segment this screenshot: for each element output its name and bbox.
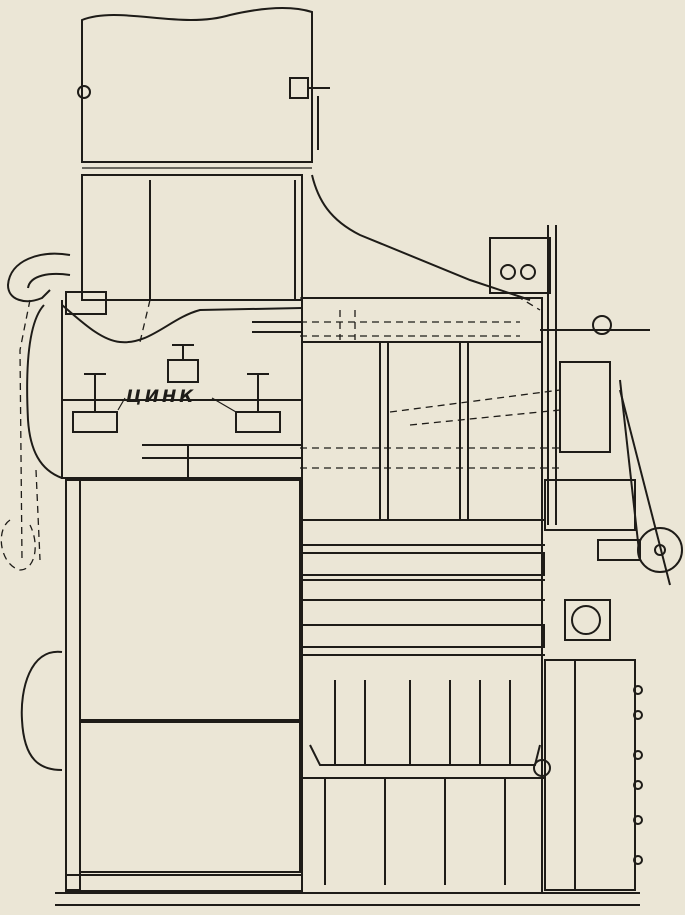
- zinc-plates: ЦИНК: [72, 344, 281, 433]
- hidden-lines: [0, 297, 561, 571]
- tube-bank: [65, 479, 301, 891]
- steam-pipe: [6, 252, 107, 479]
- smoke-stack: [77, 7, 330, 169]
- casing: [300, 297, 545, 894]
- firebox-grid: [65, 721, 303, 892]
- feed-machinery: [489, 225, 683, 891]
- side-drum: [20, 650, 63, 771]
- zinc-label: ЦИНК: [126, 387, 196, 407]
- lower-compartments: [302, 680, 551, 885]
- base-frame: [55, 892, 640, 906]
- perforated-pipes: [301, 544, 545, 656]
- smoke-box: [81, 174, 531, 301]
